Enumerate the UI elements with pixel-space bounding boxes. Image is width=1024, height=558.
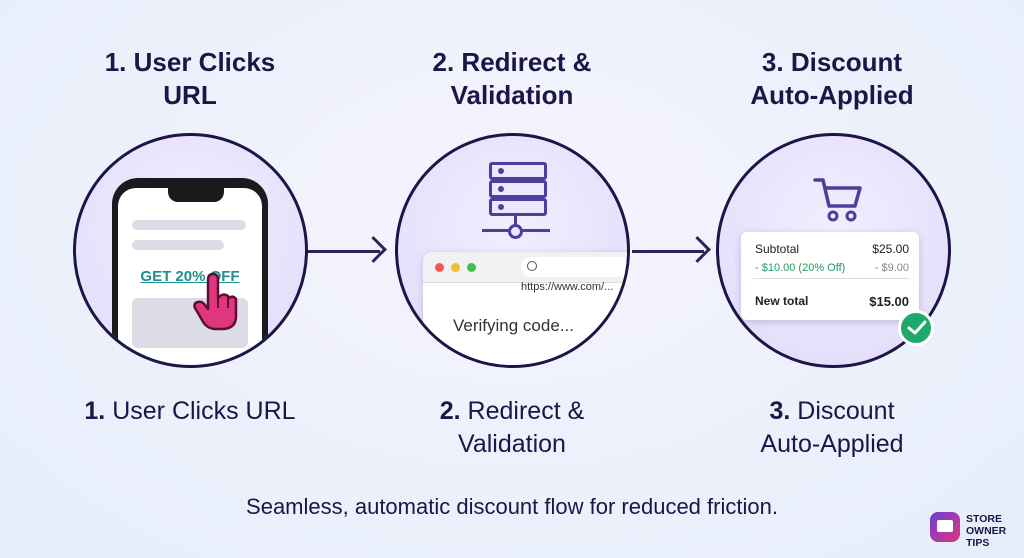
server-rack — [489, 162, 547, 180]
logo-line-1: STORE — [966, 513, 1002, 525]
step-2-caption-number: 2. — [439, 397, 461, 425]
step-1-caption-number: 1. — [84, 397, 106, 425]
logo-text: STORE OWNER TIPS — [966, 513, 1018, 549]
step-3-caption-line2: Auto-Applied — [760, 430, 904, 458]
discount-label: - $10.00 (20% Off) — [755, 262, 846, 274]
subtotal-label: Subtotal — [755, 242, 800, 256]
step-2-title: 2. Redirect & Validation — [382, 46, 642, 112]
tap-hand-icon — [193, 272, 238, 331]
step-3-caption-number: 3. — [769, 397, 791, 425]
step-1-title-line1: 1. User Clicks — [104, 47, 276, 77]
step-2-caption: 2. Redirect & Validation — [382, 395, 642, 461]
step-2-caption-line2: Validation — [458, 430, 566, 458]
step-1-title-line2: URL — [163, 80, 217, 110]
placeholder-line — [132, 240, 224, 250]
step-3-caption-text: Discount — [797, 397, 895, 425]
step-2-circle: https://www.com/... Verifying code... — [395, 133, 630, 368]
phone-notch — [168, 188, 224, 202]
step-2-caption-text: Redirect & — [467, 397, 585, 425]
step-3-title-line2: Auto-Applied — [750, 80, 914, 110]
address-bar[interactable]: https://www.com/... — [521, 257, 627, 293]
globe-icon — [527, 261, 537, 272]
total-row: New total $15.00 — [755, 294, 909, 310]
server-stem — [514, 214, 517, 228]
logo-mark-icon — [930, 512, 960, 542]
flow-arrowhead-2 — [684, 236, 711, 263]
subtotal-value: $25.00 — [872, 242, 909, 256]
phone-icon: GET 20% OFF — [112, 178, 268, 365]
flow-arrow-1 — [308, 250, 380, 253]
close-dot-icon — [435, 263, 444, 272]
server-rack — [489, 198, 547, 216]
flow-arrow-2 — [632, 250, 704, 253]
verifying-status: Verifying code... — [453, 316, 574, 335]
placeholder-line — [132, 220, 246, 230]
server-rack — [489, 180, 547, 198]
discount-row: - $10.00 (20% Off) - $9.00 — [755, 262, 909, 278]
browser-window: https://www.com/... Verifying code... — [423, 252, 627, 365]
check-icon — [898, 310, 934, 346]
step-2-title-line1: 2. Redirect & — [432, 47, 592, 77]
step-3-title-line1: 3. Discount — [761, 47, 903, 77]
flow-arrowhead-1 — [360, 236, 387, 263]
discount-value: - $9.00 — [874, 262, 909, 274]
server-node — [508, 224, 523, 239]
order-summary-card: Subtotal $25.00 - $10.00 (20% Off) - $9.… — [741, 232, 919, 320]
total-label: New total — [755, 294, 809, 308]
step-3-title: 3. Discount Auto-Applied — [702, 46, 962, 112]
step-1-circle: GET 20% OFF — [73, 133, 308, 368]
step-2-title-line2: Validation — [450, 80, 574, 110]
maximize-dot-icon — [467, 263, 476, 272]
browser-toolbar: https://www.com/... — [423, 252, 627, 293]
store-owner-tips-logo: STORE OWNER TIPS — [928, 510, 1018, 554]
step-1-caption-text: User Clicks URL — [112, 397, 296, 425]
logo-line-2: OWNER — [966, 525, 1007, 537]
step-3-caption: 3. Discount Auto-Applied — [702, 395, 962, 461]
subtotal-row: Subtotal $25.00 — [755, 242, 909, 258]
step-1-title: 1. User Clicks URL — [60, 46, 320, 112]
receipt-divider — [753, 278, 909, 279]
address-bar-url: https://www.com/... — [521, 281, 614, 293]
logo-line-3: TIPS — [966, 537, 990, 549]
minimize-dot-icon — [451, 263, 460, 272]
phone-screen: GET 20% OFF — [118, 188, 262, 365]
cart-icon — [813, 178, 862, 222]
step-1-caption: 1. User Clicks URL — [60, 395, 320, 428]
tagline: Seamless, automatic discount flow for re… — [246, 494, 778, 519]
total-value: $15.00 — [869, 294, 909, 309]
